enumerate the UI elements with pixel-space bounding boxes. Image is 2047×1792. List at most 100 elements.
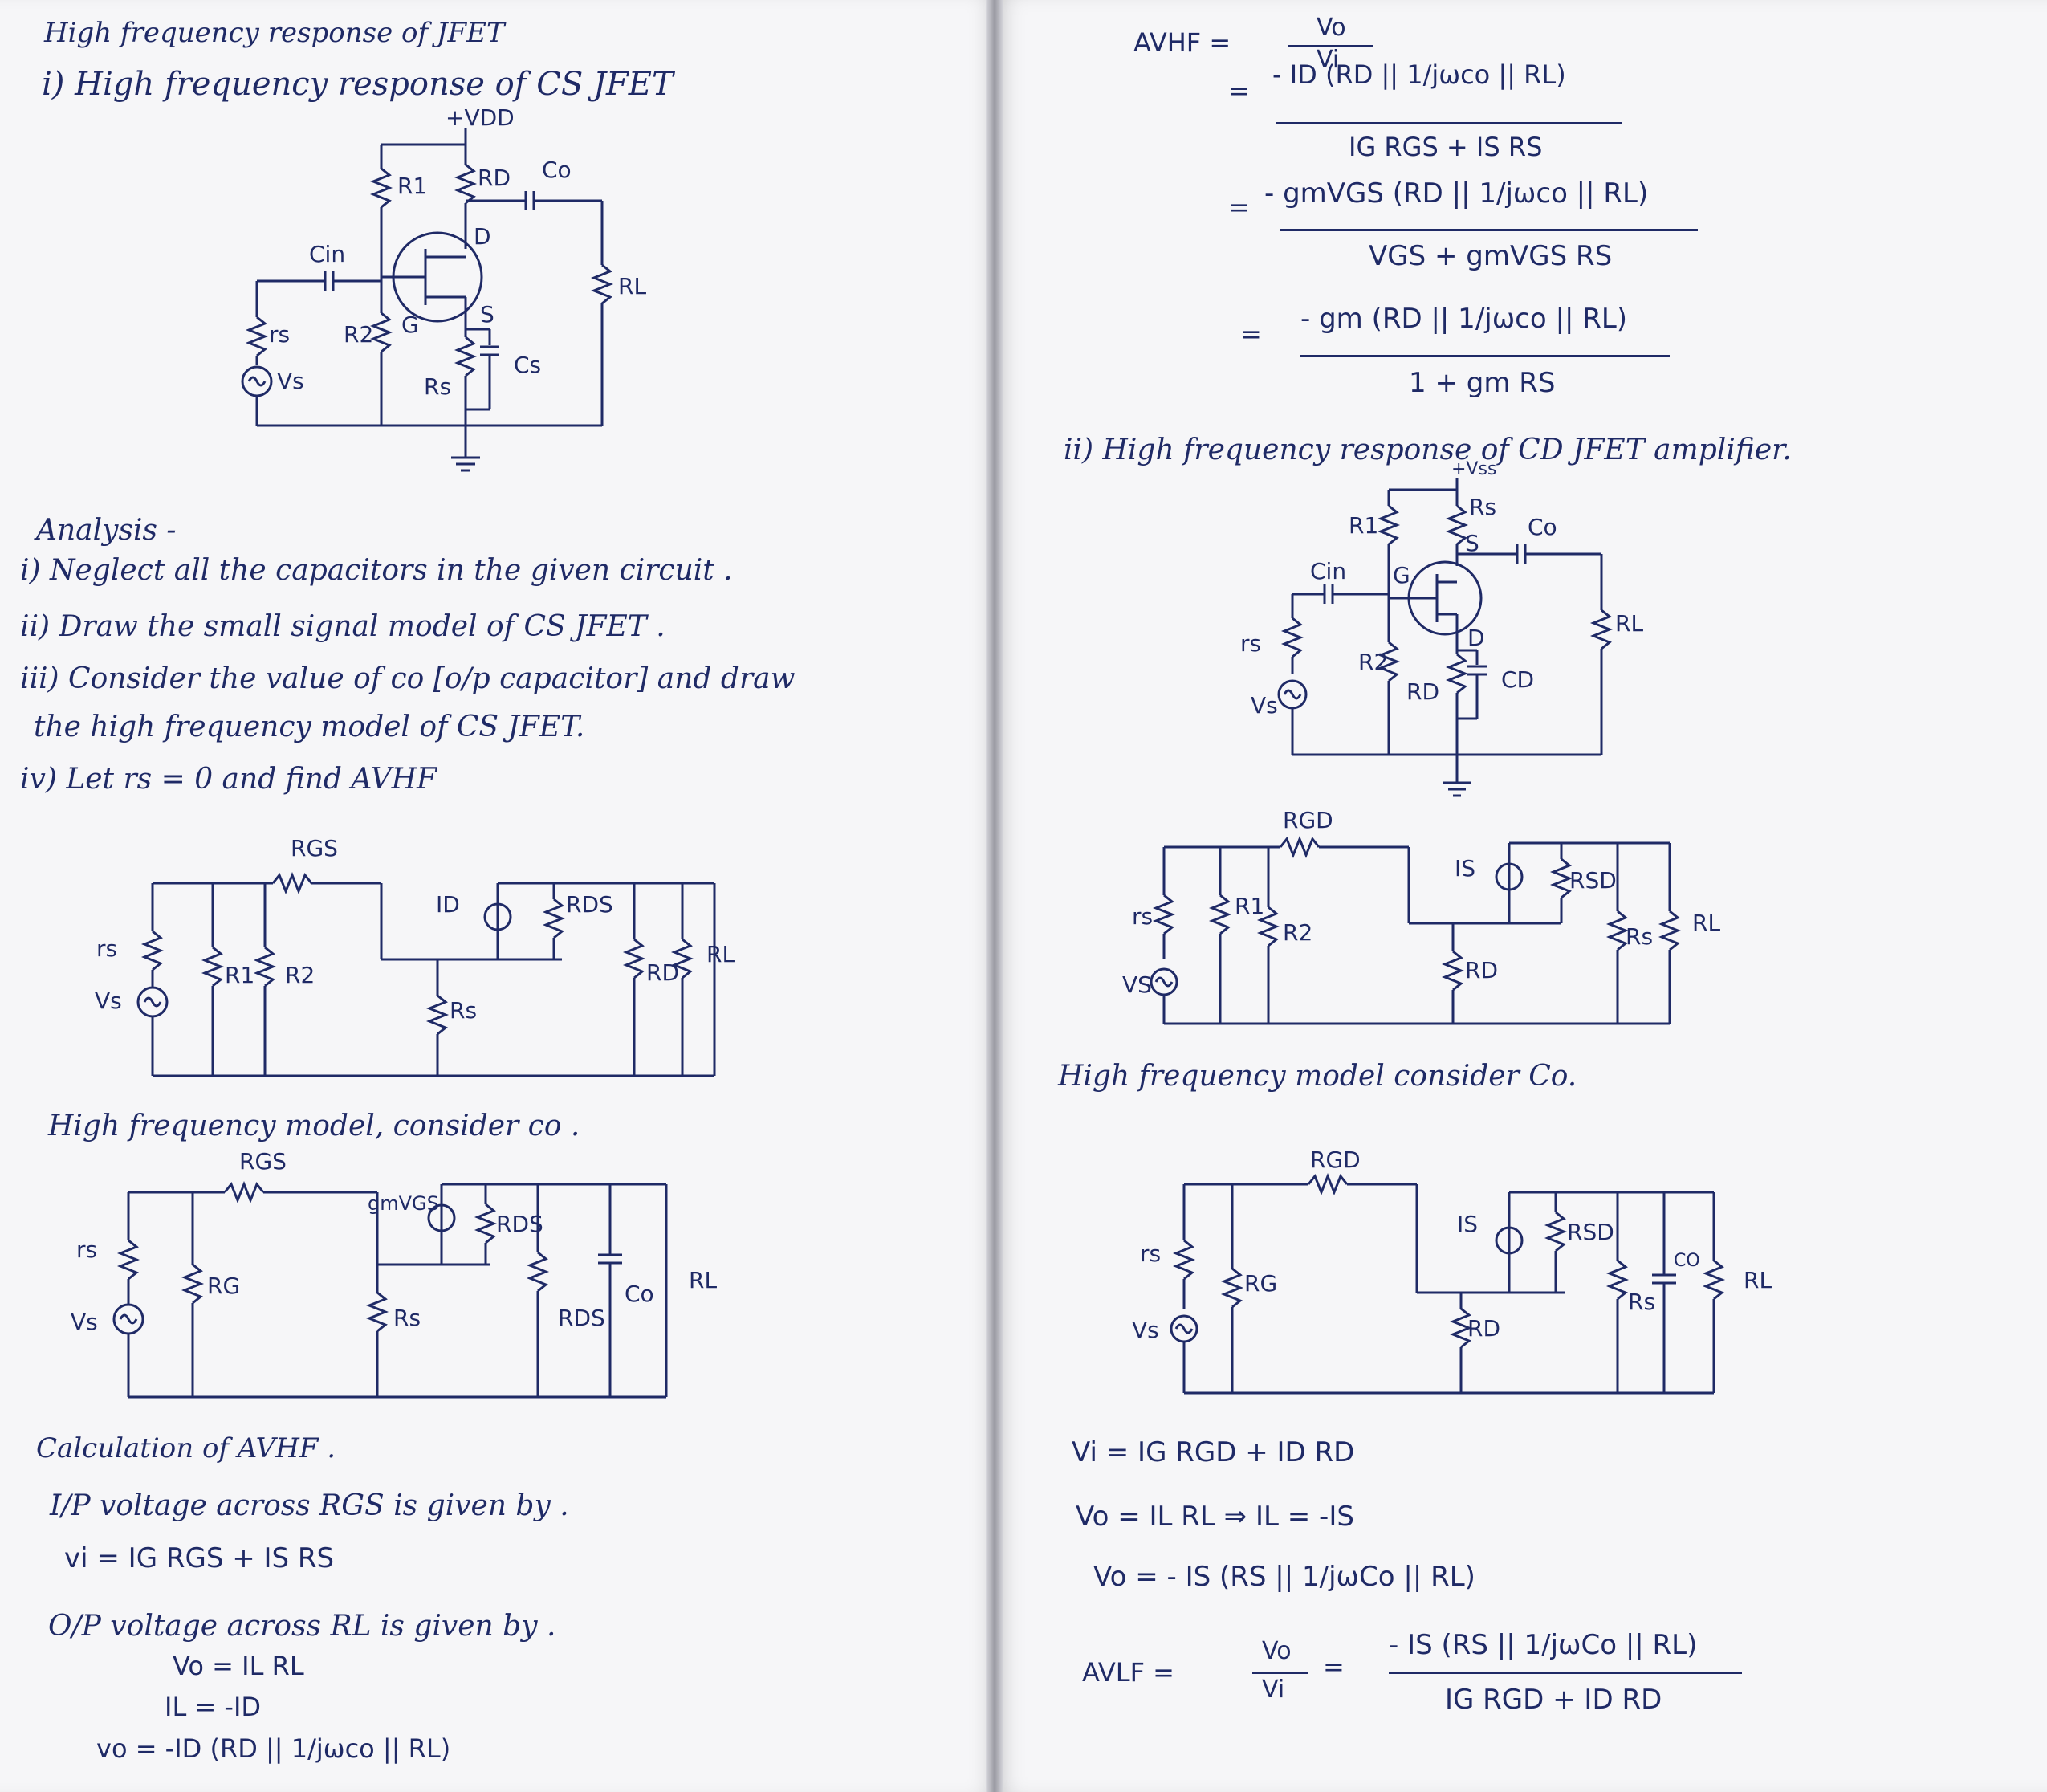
avlf-fraction-line [1389,1672,1742,1674]
calc-line-6: vo = -ID (RD || 1/jωco || RL) [96,1733,451,1764]
label-vdd: +VDD [446,104,515,131]
page-heading: High frequency response of JFET [44,17,505,49]
label-s: S [480,301,494,328]
m2-label-rds: RDS [496,1211,543,1237]
cs-jfet-circuit [241,128,614,472]
label-vs: Vs [277,368,304,394]
m2-label-co: Co [625,1281,654,1307]
eq3-denominator: VGS + gmVGS RS [1369,240,1613,272]
m3-label-rl: RL [1692,910,1721,936]
analysis-step-1: i) Neglect all the capacitors in the giv… [20,554,733,587]
label-d: D [474,223,491,250]
m1-label-vs: Vs [95,988,122,1014]
cd-small-signal-model [1150,835,1682,1025]
cs-high-frequency-model [112,1180,668,1399]
cd-label-r1: R1 [1349,512,1379,539]
label-r1: R1 [397,173,428,199]
m1-label-r2: R2 [285,962,315,988]
m4-label-rgd: RGD [1310,1146,1361,1173]
cd-label-d: D [1467,625,1485,651]
eq1-fraction-line [1288,45,1373,47]
m1-label-rs-source: rs [96,935,118,962]
avhf-lhs: AVHF = [1133,27,1231,58]
eq4-sign: = [1240,319,1262,349]
avlf-mid-fraction-line [1252,1672,1308,1674]
cd-label-rd: RD [1406,678,1440,705]
analysis-step-2: ii) Draw the small signal model of CS JF… [20,610,665,643]
m3-label-rs: Rs [1626,923,1654,950]
calc-right-line-2: Vo = IL RL ⇒ IL = -IS [1076,1501,1354,1533]
cd-label-rs-source: rs [1240,630,1262,657]
m2-label-rl: RL [689,1267,718,1293]
m4-label-rs-source: rs [1140,1240,1162,1267]
eq3-fraction-line [1280,229,1698,231]
m3-label-rd: RD [1465,957,1499,984]
m1-label-rs: Rs [450,997,478,1024]
cd-jfet-circuit [1277,478,1614,797]
eq3-sign: = [1228,192,1250,222]
section-cs-title: i) High frequency response of CS JFET [42,66,674,103]
m3-label-vs: VS [1122,971,1152,998]
eq3-numerator: - gmVGS (RD || 1/jωco || RL) [1264,177,1649,210]
label-rs: Rs [424,373,452,400]
cd-label-g: G [1393,562,1410,589]
cd-label-vs: Vs [1251,692,1278,719]
eq2-numerator: - ID (RD || 1/jωco || RL) [1272,59,1566,90]
m3-label-r1: R1 [1235,893,1265,919]
analysis-step-4: iv) Let rs = 0 and find AVHF [20,763,437,796]
avlf-lhs: AVLF = [1082,1657,1174,1688]
m4-label-rd: RD [1467,1315,1501,1342]
hf-model-caption-left: High frequency model, consider co . [48,1110,580,1142]
avlf-denominator: IG RGD + ID RD [1445,1684,1662,1716]
calc-right-line-1: Vi = IG RGD + ID RD [1072,1436,1355,1468]
m3-label-rs-source: rs [1132,903,1154,930]
calc-line-2: vi = IG RGS + IS RS [64,1542,335,1574]
m4-label-rl: RL [1744,1267,1772,1293]
cd-label-rl: RL [1615,610,1644,637]
section-cd-title: ii) High frequency response of CD JFET a… [1064,434,1792,466]
cd-label-r2: R2 [1358,649,1389,675]
m2-label-rg: RG [207,1273,241,1299]
m4-label-is: IS [1457,1211,1479,1237]
m2-label-gmvgs: gmVGS [368,1192,439,1215]
analysis-title: Analysis - [36,514,177,547]
cd-label-rs: Rs [1469,494,1497,520]
cd-label-s: S [1465,530,1479,556]
m3-label-r2: R2 [1283,919,1313,946]
m1-label-r1: R1 [225,962,255,988]
calc-line-1: I/P voltage across RGS is given by . [50,1489,569,1522]
hf-model-caption-right: High frequency model consider Co. [1058,1060,1577,1093]
calc-right-line-3: Vo = - IS (RS || 1/jωCo || RL) [1093,1561,1475,1593]
m4-label-rg: RG [1244,1270,1278,1297]
cd-label-cin: Cin [1310,558,1347,584]
eq4-fraction-line [1300,355,1670,357]
cs-small-signal-model [136,871,716,1077]
eq4-numerator: - gm (RD || 1/jωco || RL) [1300,303,1628,335]
m2-label-vs: Vs [71,1309,98,1335]
m3-label-rgd: RGD [1283,807,1333,833]
m2-label-rds-2: RDS [558,1305,605,1331]
cd-label-cd: CD [1501,666,1535,693]
right-page [994,0,2047,1792]
eq4-denominator: 1 + gm RS [1409,367,1556,399]
calc-line-4: Vo = IL RL [173,1651,304,1681]
m3-label-rsd: RSD [1569,867,1617,894]
label-g: G [401,312,419,338]
cd-label-vss: +Vss [1451,459,1497,479]
label-cin: Cin [309,241,346,267]
cd-high-frequency-model [1170,1172,1726,1395]
m2-label-rgs: RGS [239,1148,287,1175]
label-cs: Cs [514,352,542,378]
notebook-gutter [986,0,1003,1792]
m4-label-co: CO [1674,1251,1700,1271]
label-r2: R2 [344,321,374,348]
m1-label-rl: RL [706,941,735,967]
label-rd: RD [478,165,511,191]
label-rs-source: rs [269,321,291,348]
m1-label-id: ID [436,891,460,918]
m4-label-vs: Vs [1132,1317,1159,1343]
m1-label-rgs: RGS [291,835,338,861]
label-co: Co [542,157,572,183]
calc-line-5: IL = -ID [165,1692,262,1722]
analysis-step-3: iii) Consider the value of co [o/p capac… [20,662,796,695]
